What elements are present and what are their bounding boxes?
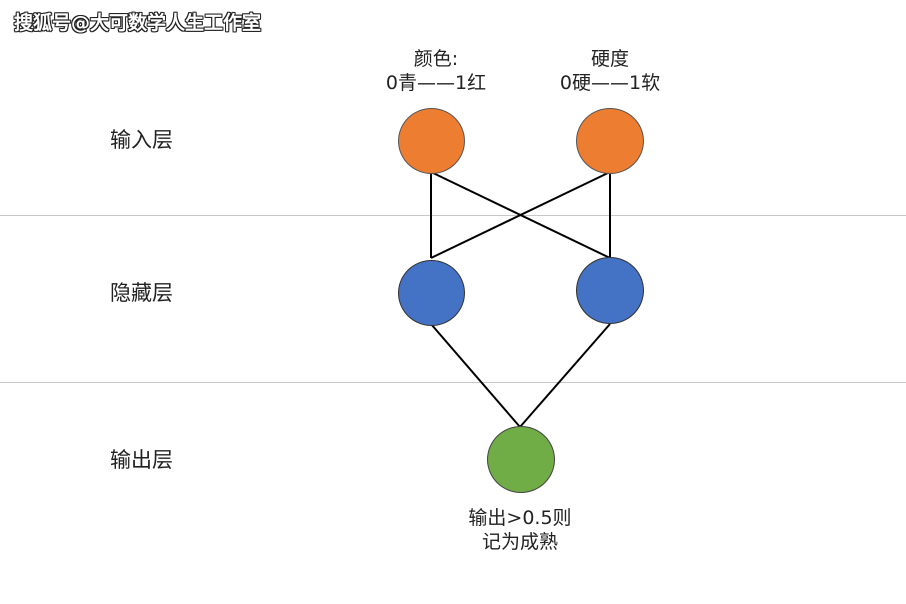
input-layer-label: 输入层 (110, 128, 173, 152)
color-feature-label: 颜色: 0青——1红 (356, 47, 516, 95)
divider-input-hidden (0, 215, 906, 216)
edge-hidden2-output (519, 323, 611, 428)
watermark: 搜狐号@大可数学人生工作室 (14, 12, 262, 34)
color-feature-range: 0青——1红 (385, 72, 487, 94)
output-rule-line2: 记为成熟 (481, 531, 558, 553)
divider-hidden-output (0, 382, 906, 383)
hidden-layer-label: 隐藏层 (110, 281, 173, 305)
output-layer-label: 输出层 (110, 448, 173, 472)
hidden-node-2 (576, 257, 644, 324)
input-node-color (398, 108, 465, 174)
output-node (487, 426, 555, 493)
input-node-hardness (576, 108, 644, 174)
hardness-feature-range: 0硬——1软 (559, 72, 661, 94)
color-feature-name: 颜色: (413, 48, 459, 70)
output-rule-line1: 输出>0.5则 (468, 507, 572, 529)
hardness-feature-name: 硬度 (590, 48, 629, 70)
edge-input2-hidden1 (430, 171, 611, 259)
edge-hidden1-output (430, 323, 521, 428)
output-rule-note: 输出>0.5则 记为成熟 (440, 506, 600, 554)
hidden-node-1 (398, 260, 465, 326)
hardness-feature-label: 硬度 0硬——1软 (530, 47, 690, 95)
